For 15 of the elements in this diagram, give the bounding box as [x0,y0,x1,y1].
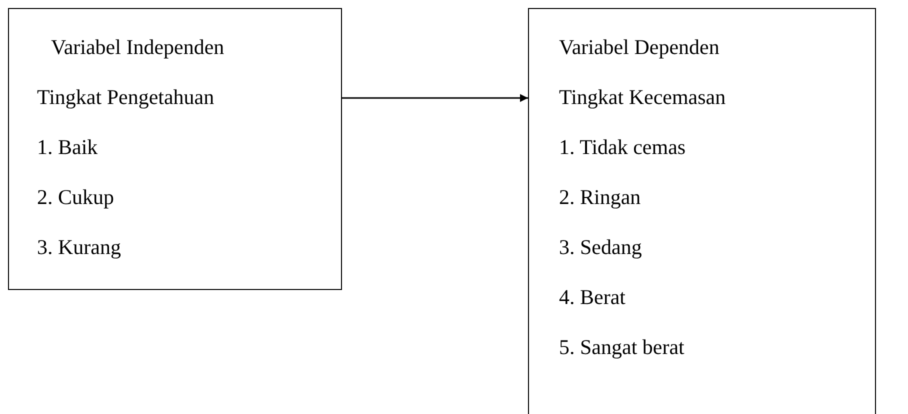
category-item: 4. Berat [559,284,626,311]
category-item: 2. Ringan [559,184,641,211]
variable-name: Tingkat Kecemasan [559,84,726,111]
category-item: 2. Cukup [37,184,114,211]
variable-box [8,8,342,290]
category-item: 1. Tidak cemas [559,134,686,161]
category-item: 1. Baik [37,134,98,161]
category-item: 3. Kurang [37,234,121,261]
heading-text: Variabel Dependen [559,34,720,61]
category-item: 5. Sangat berat [559,334,684,361]
arrow [342,94,528,102]
category-item: 3. Sedang [559,234,642,261]
heading-text: Variabel Independen [51,34,224,61]
variable-name: Tingkat Pengetahuan [37,84,214,111]
variable-box [528,8,876,414]
